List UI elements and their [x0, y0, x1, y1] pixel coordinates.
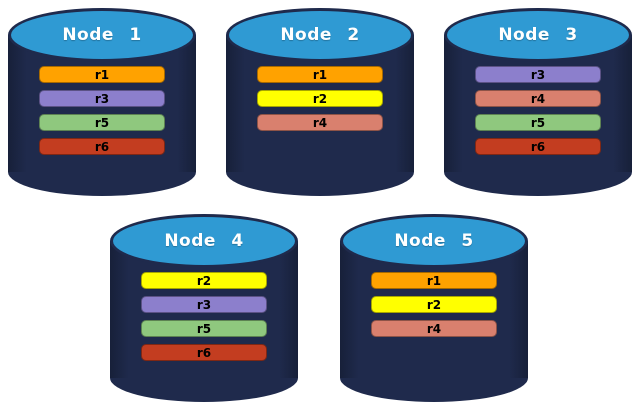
db-node-3: Node 3 r3 r4 r5 r6: [444, 8, 632, 196]
cylinder-top: Node 4: [110, 214, 298, 268]
replica-list: r3 r4 r5 r6: [475, 66, 601, 155]
replica-bar-r4: r4: [257, 114, 383, 131]
db-node-4: Node 4 r2 r3 r5 r6: [110, 214, 298, 402]
node-label: Node 1: [62, 25, 142, 45]
replica-bar-r3: r3: [475, 66, 601, 83]
db-node-5: Node 5 r1 r2 r4: [340, 214, 528, 402]
replica-bar-r3: r3: [141, 296, 267, 313]
node-label: Node 2: [280, 25, 360, 45]
replica-bar-r6: r6: [141, 344, 267, 361]
replica-bar-r1: r1: [371, 272, 497, 289]
replica-list: r1 r3 r5 r6: [39, 66, 165, 155]
cylinder-top: Node 2: [226, 8, 414, 62]
replica-list: r1 r2 r4: [257, 66, 383, 131]
replica-bar-r6: r6: [475, 138, 601, 155]
cylinder-top: Node 5: [340, 214, 528, 268]
replica-list: r2 r3 r5 r6: [141, 272, 267, 361]
node-label: Node 4: [164, 231, 244, 251]
cylinder-top: Node 1: [8, 8, 196, 62]
replica-bar-r5: r5: [39, 114, 165, 131]
db-node-2: Node 2 r1 r2 r4: [226, 8, 414, 196]
replica-bar-r3: r3: [39, 90, 165, 107]
replica-bar-r4: r4: [475, 90, 601, 107]
node-row-1: Node 1 r1 r3 r5 r6 Node 2 r1 r2 r4 Node 3 r3 r4 r5 r6: [8, 8, 632, 196]
replica-bar-r2: r2: [141, 272, 267, 289]
replica-bar-r6: r6: [39, 138, 165, 155]
node-label: Node 5: [394, 231, 474, 251]
replica-bar-r2: r2: [257, 90, 383, 107]
replica-bar-r4: r4: [371, 320, 497, 337]
replica-bar-r1: r1: [257, 66, 383, 83]
replica-bar-r1: r1: [39, 66, 165, 83]
node-label: Node 3: [498, 25, 578, 45]
node-row-2: Node 4 r2 r3 r5 r6 Node 5 r1 r2 r4: [0, 214, 638, 402]
replica-bar-r5: r5: [141, 320, 267, 337]
db-node-1: Node 1 r1 r3 r5 r6: [8, 8, 196, 196]
replica-list: r1 r2 r4: [371, 272, 497, 337]
replica-bar-r2: r2: [371, 296, 497, 313]
replica-bar-r5: r5: [475, 114, 601, 131]
cylinder-top: Node 3: [444, 8, 632, 62]
